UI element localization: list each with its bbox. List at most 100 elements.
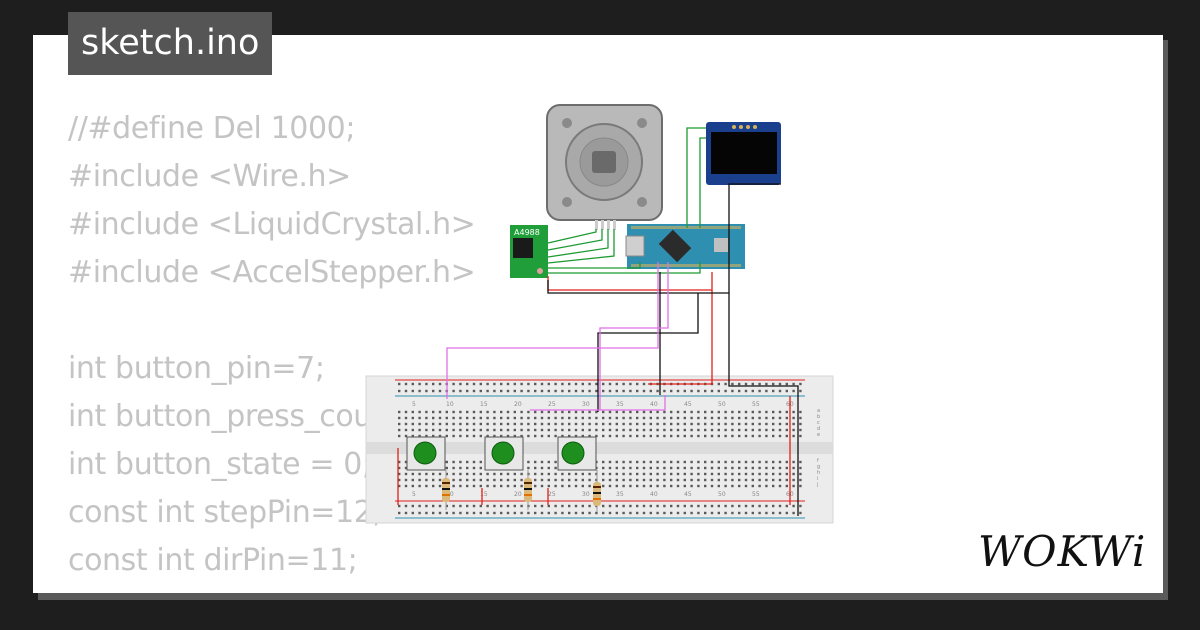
breadboard-hole bbox=[792, 382, 795, 386]
stepper-motor[interactable] bbox=[546, 104, 663, 230]
code-line: #include <AccelStepper.h> bbox=[68, 255, 476, 290]
breadboard-hole bbox=[704, 511, 707, 515]
a4988-driver[interactable]: A4988 bbox=[510, 225, 548, 278]
breadboard-hole bbox=[588, 434, 591, 438]
breadboard-hole bbox=[744, 428, 748, 432]
breadboard-hole bbox=[520, 410, 523, 414]
breadboard-hole bbox=[615, 382, 618, 386]
breadboard-hole bbox=[506, 434, 510, 438]
breadboard-hole bbox=[772, 389, 775, 393]
breadboard-hole bbox=[432, 511, 435, 515]
resistor-2[interactable] bbox=[524, 470, 532, 510]
file-tab[interactable]: sketch.ino bbox=[68, 12, 273, 75]
breadboard-hole bbox=[540, 416, 544, 420]
breadboard-hole bbox=[704, 504, 707, 508]
breadboard-hole bbox=[534, 434, 537, 438]
push-button-2[interactable] bbox=[484, 436, 524, 471]
resistor-1[interactable] bbox=[442, 470, 450, 510]
breadboard-hole bbox=[581, 504, 584, 508]
breadboard-hole bbox=[452, 434, 455, 438]
breadboard-hole bbox=[615, 434, 618, 438]
push-button-3[interactable] bbox=[557, 436, 597, 471]
breadboard-hole bbox=[588, 389, 591, 393]
breadboard-hole bbox=[472, 382, 476, 386]
breadboard-hole bbox=[744, 389, 748, 393]
breadboard-hole bbox=[731, 382, 734, 386]
breadboard-hole bbox=[459, 504, 462, 508]
breadboard-hole bbox=[670, 416, 673, 420]
breadboard-hole bbox=[493, 382, 496, 386]
breadboard-hole bbox=[554, 416, 557, 420]
breadboard-hole bbox=[554, 478, 557, 482]
breadboard-hole bbox=[527, 422, 530, 426]
breadboard-hole bbox=[540, 382, 544, 386]
breadboard-hole bbox=[629, 382, 632, 386]
breadboard-hole bbox=[404, 416, 408, 420]
breadboard-hole bbox=[554, 472, 557, 476]
code-line: #include <Wire.h> bbox=[68, 159, 351, 194]
breadboard-hole bbox=[765, 382, 768, 386]
breadboard-hole bbox=[697, 478, 700, 482]
breadboard-hole bbox=[398, 460, 401, 464]
breadboard-hole bbox=[527, 389, 530, 393]
breadboard-hole bbox=[500, 428, 503, 432]
breadboard-hole bbox=[500, 382, 503, 386]
breadboard-hole bbox=[615, 511, 618, 515]
breadboard-hole bbox=[479, 422, 482, 426]
breadboard-hole bbox=[581, 389, 584, 393]
breadboard-hole bbox=[554, 389, 557, 393]
breadboard-hole bbox=[466, 389, 469, 393]
oled-display[interactable] bbox=[706, 122, 781, 185]
oled-pin bbox=[746, 125, 750, 129]
breadboard-hole bbox=[608, 478, 612, 482]
breadboard-hole bbox=[649, 416, 652, 420]
breadboard-hole bbox=[710, 466, 714, 470]
breadboard-hole bbox=[778, 428, 782, 432]
breadboard-hole bbox=[452, 484, 455, 488]
breadboard-hole bbox=[670, 511, 673, 515]
breadboard-hole bbox=[785, 434, 788, 438]
breadboard-hole bbox=[493, 504, 496, 508]
column-number: 15 bbox=[480, 401, 488, 408]
arduino-nano[interactable] bbox=[625, 224, 745, 269]
breadboard-hole bbox=[758, 484, 761, 488]
breadboard-hole bbox=[663, 511, 666, 515]
resistor-3[interactable] bbox=[593, 470, 601, 512]
breadboard-hole bbox=[602, 484, 605, 488]
breadboard-hole bbox=[690, 484, 693, 488]
breadboard-hole bbox=[418, 511, 421, 515]
breadboard-hole bbox=[710, 434, 714, 438]
breadboard-hole bbox=[704, 422, 707, 426]
breadboard-hole bbox=[554, 434, 557, 438]
breadboard-hole bbox=[540, 504, 544, 508]
column-number: 40 bbox=[650, 491, 658, 498]
breadboard-hole bbox=[425, 504, 428, 508]
push-button-1[interactable] bbox=[406, 436, 446, 471]
breadboard-hole bbox=[785, 478, 788, 482]
breadboard-hole bbox=[581, 472, 584, 476]
wire-green bbox=[547, 229, 615, 264]
breadboard-hole bbox=[547, 422, 550, 426]
breadboard-hole bbox=[466, 422, 469, 426]
breadboard-hole bbox=[493, 422, 496, 426]
breadboard-hole bbox=[615, 466, 618, 470]
breadboard-hole bbox=[595, 472, 598, 476]
breadboard-hole bbox=[425, 428, 428, 432]
breadboard-hole bbox=[744, 382, 748, 386]
breadboard-hole bbox=[425, 382, 428, 386]
breadboard-hole bbox=[547, 466, 550, 470]
breadboard-hole bbox=[710, 472, 714, 476]
breadboard-hole bbox=[717, 410, 720, 414]
breadboard-hole bbox=[629, 472, 632, 476]
breadboard-hole bbox=[629, 478, 632, 482]
breadboard-hole bbox=[506, 472, 510, 476]
breadboard-hole bbox=[717, 466, 720, 470]
breadboard-hole bbox=[534, 410, 537, 414]
row-letter: g bbox=[817, 464, 820, 470]
motor-pin bbox=[607, 220, 610, 230]
breadboard-hole bbox=[731, 434, 734, 438]
breadboard-hole bbox=[683, 410, 686, 414]
breadboard-hole bbox=[690, 410, 693, 414]
breadboard-hole bbox=[432, 389, 435, 393]
breadboard-hole bbox=[697, 422, 700, 426]
